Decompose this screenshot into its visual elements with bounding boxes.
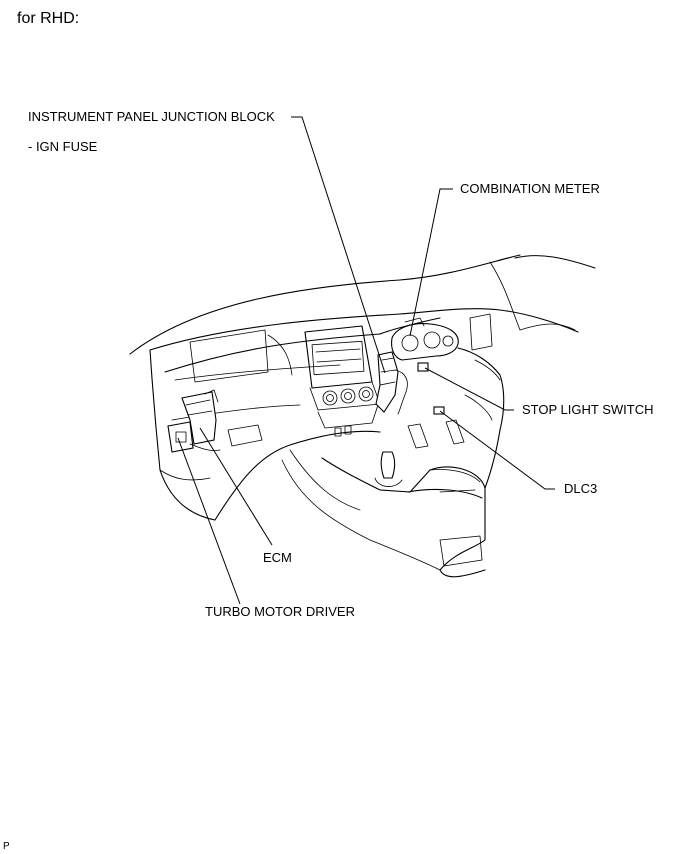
windshield-outline — [129, 254, 521, 355]
leader-line-turbo-motor-driver — [177, 437, 241, 605]
leader-line-ecm — [199, 427, 273, 546]
left-vent — [189, 329, 269, 383]
accelerator-pedal — [445, 419, 465, 445]
radio-unit — [311, 340, 365, 376]
right-vent — [469, 313, 493, 351]
a-pillar-right — [514, 255, 596, 269]
glovebox — [227, 424, 263, 447]
floor-console — [321, 457, 486, 571]
label-combination-meter: COMBINATION METER — [460, 181, 600, 196]
diagram-heading: for RHD: — [17, 10, 80, 27]
label-turbo-motor-driver: TURBO MOTOR DRIVER — [205, 604, 355, 619]
figure-code: P — [3, 841, 10, 852]
label-instrument-panel-junction-block: INSTRUMENT PANEL JUNCTION BLOCK — [28, 109, 275, 124]
leader-line-dlc3 — [439, 410, 555, 490]
turbo-motor-driver-unit — [167, 421, 194, 453]
dlc3-connector — [433, 406, 445, 415]
label-stop-light-switch: STOP LIGHT SWITCH — [522, 402, 654, 417]
dashboard-top — [149, 308, 579, 351]
climate-knob-left — [322, 390, 338, 406]
climate-knob-center — [340, 388, 356, 404]
console-cupholder — [439, 535, 483, 567]
combination-meter — [391, 323, 459, 361]
climate-knob-right — [358, 386, 374, 402]
leader-line-ipjb — [291, 116, 386, 374]
brake-pedal — [407, 423, 429, 449]
label-dlc3: DLC3 — [564, 481, 598, 496]
leader-line-combination-meter — [409, 188, 453, 337]
gear-shifter — [380, 451, 396, 479]
instrument-panel-junction-block — [375, 351, 399, 413]
label-ecm: ECM — [263, 550, 292, 565]
stop-light-switch — [417, 362, 429, 372]
leader-line-stop-light-switch — [424, 367, 514, 411]
label-ign-fuse: - IGN FUSE — [28, 139, 98, 154]
ecm-unit — [181, 391, 217, 445]
